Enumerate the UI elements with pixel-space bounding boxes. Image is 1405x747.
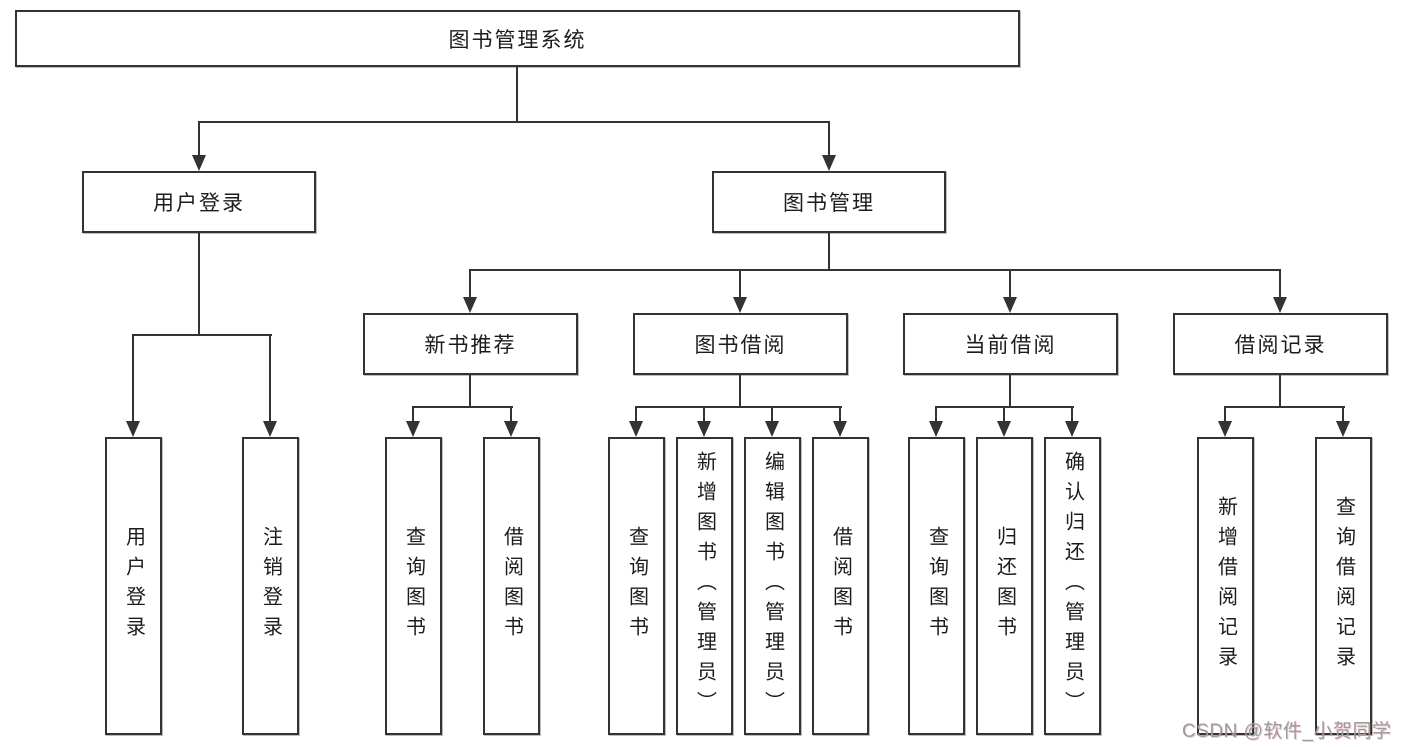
node-current-borrowing: 当前借阅 (903, 313, 1118, 375)
connector-line (828, 121, 830, 157)
connector-line (635, 406, 637, 423)
arrow-down-icon (1336, 421, 1350, 437)
node-label: 图书管理系统 (448, 28, 587, 52)
node-library-management-system: 图书管理系统 (15, 10, 1020, 67)
connector-line (516, 67, 518, 122)
arrow-down-icon (406, 421, 420, 437)
node-label: 注销登录 (259, 526, 282, 646)
arrow-down-icon (192, 155, 206, 171)
leaf-return-books: 归还图书 (976, 437, 1033, 735)
arrow-down-icon (697, 421, 711, 437)
connector-line (839, 406, 841, 423)
connector-line (1279, 269, 1281, 299)
arrow-down-icon (263, 421, 277, 437)
leaf-borrow-books-borrowing: 借阅图书 (812, 437, 869, 735)
leaf-confirm-return-admin: 确认归还（管理员） (1044, 437, 1101, 735)
leaf-query-books-borrowing: 查询图书 (608, 437, 665, 735)
leaf-query-books-current: 查询图书 (908, 437, 965, 735)
node-label: 查询借阅记录 (1332, 496, 1355, 676)
node-label: 图书管理 (783, 192, 875, 215)
node-label: 查询图书 (625, 526, 648, 646)
arrow-down-icon (1273, 297, 1287, 313)
connector-line (132, 334, 272, 336)
node-book-borrowing: 图书借阅 (633, 313, 848, 375)
node-label: 归还图书 (993, 526, 1016, 646)
connector-line (269, 334, 271, 423)
node-label: 借阅记录 (1234, 334, 1327, 357)
arrow-down-icon (833, 421, 847, 437)
node-label: 借阅图书 (500, 526, 523, 646)
connector-line (198, 121, 200, 157)
node-label: 查询图书 (925, 526, 948, 646)
leaf-edit-books-admin: 编辑图书（管理员） (744, 437, 801, 735)
leaf-query-books-recommend: 查询图书 (385, 437, 442, 735)
node-label: 图书借阅 (694, 334, 787, 357)
connector-line (198, 121, 830, 123)
leaf-user-login: 用户登录 (105, 437, 162, 735)
connector-line (510, 406, 512, 423)
connector-line (935, 406, 937, 423)
node-label: 借阅图书 (829, 526, 852, 646)
connector-line (469, 269, 1281, 271)
connector-line (1009, 269, 1011, 299)
arrow-down-icon (765, 421, 779, 437)
connector-line (469, 375, 471, 407)
arrow-down-icon (929, 421, 943, 437)
connector-line (1003, 406, 1005, 423)
arrow-down-icon (629, 421, 643, 437)
connector-line (828, 233, 830, 270)
connector-line (1342, 406, 1344, 423)
connector-line (635, 406, 842, 408)
leaf-logout: 注销登录 (242, 437, 299, 735)
arrow-down-icon (822, 155, 836, 171)
arrow-down-icon (1218, 421, 1232, 437)
connector-line (739, 269, 741, 299)
node-label: 用户登录 (153, 192, 245, 215)
node-new-book-recommend: 新书推荐 (363, 313, 578, 375)
arrow-down-icon (733, 297, 747, 313)
connector-line (739, 375, 741, 407)
connector-line (412, 406, 513, 408)
node-label: 新增借阅记录 (1214, 496, 1237, 676)
connector-line (198, 233, 200, 335)
connector-line (703, 406, 705, 423)
arrow-down-icon (1065, 421, 1079, 437)
node-label: 新增图书（管理员） (693, 451, 716, 721)
arrow-down-icon (463, 297, 477, 313)
leaf-add-borrow-record: 新增借阅记录 (1197, 437, 1254, 735)
arrow-down-icon (504, 421, 518, 437)
connector-line (412, 406, 414, 423)
connector-line (1009, 375, 1011, 407)
arrow-down-icon (1003, 297, 1017, 313)
leaf-borrow-books-recommend: 借阅图书 (483, 437, 540, 735)
arrow-down-icon (997, 421, 1011, 437)
connector-line (1224, 406, 1345, 408)
connector-line (1071, 406, 1073, 423)
node-borrowing-records: 借阅记录 (1173, 313, 1388, 375)
node-label: 当前借阅 (964, 334, 1057, 357)
node-label: 新书推荐 (424, 334, 517, 357)
node-user-login: 用户登录 (82, 171, 316, 233)
node-book-management: 图书管理 (712, 171, 946, 233)
connector-line (1279, 375, 1281, 407)
connector-line (1224, 406, 1226, 423)
node-label: 确认归还（管理员） (1061, 451, 1084, 721)
connector-line (132, 334, 134, 423)
arrow-down-icon (126, 421, 140, 437)
csdn-watermark: CSDN @软件_小贺同学 (1182, 721, 1392, 742)
connector-line (771, 406, 773, 423)
leaf-add-books-admin: 新增图书（管理员） (676, 437, 733, 735)
leaf-query-borrow-record: 查询借阅记录 (1315, 437, 1372, 735)
connector-line (469, 269, 471, 299)
node-label: 查询图书 (402, 526, 425, 646)
node-label: 用户登录 (122, 526, 145, 646)
node-label: 编辑图书（管理员） (761, 451, 784, 721)
